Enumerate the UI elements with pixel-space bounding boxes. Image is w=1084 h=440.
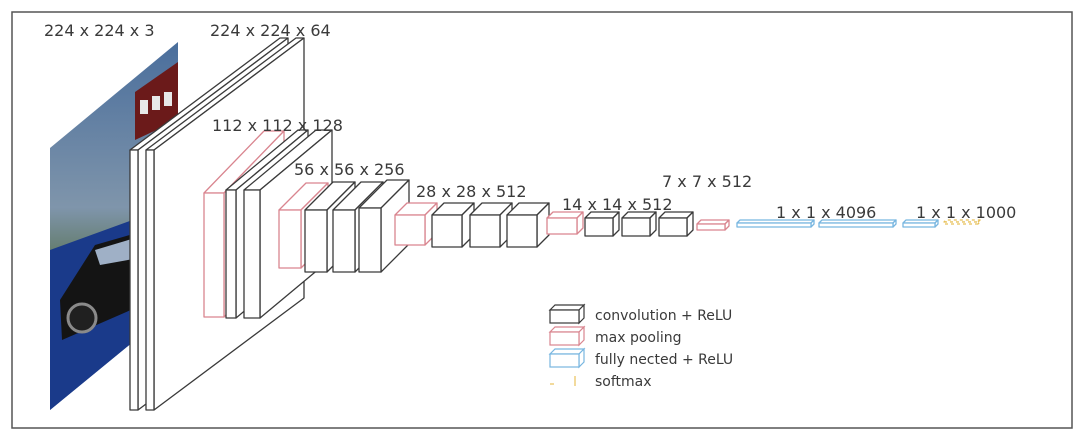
pool5-block-front [696,223,726,231]
legend-label-conv: convolution + ReLU [595,308,732,324]
dimension-labels: 224 x 224 x 3 224 x 224 x 64 112 x 112 x… [44,21,1016,222]
pool4-block-front [546,217,578,235]
dim-label-output: 1 x 1 x 1000 [916,203,1016,222]
conv5-3-block-front [658,217,688,237]
softmax-block-front [943,221,979,225]
dim-label-pool5: 7 x 7 x 512 [662,172,752,191]
legend-item-conv: convolution + ReLU [548,303,732,325]
legend-swatch-softmax [550,376,576,386]
fc7-block [818,219,897,228]
pool3-block [394,202,438,246]
legend-swatch-pool [548,325,586,347]
legend-label-pool: max pooling [595,330,682,346]
conv1-1-block-front [129,149,139,411]
conv4-1-block-front [431,214,463,248]
diagram-frame [11,11,1073,429]
fc8-block [902,219,939,228]
pool5-block [696,219,730,231]
legend-label-fc: fully nected + ReLU [595,352,733,368]
fc7-block-front [818,222,894,228]
legend: convolution + ReLU max pooling fully nec… [548,303,733,390]
dim-label-block4: 28 x 28 x 512 [416,182,527,201]
conv3-3-block-front [358,207,382,273]
fc6-block [736,219,815,228]
conv4-2-block-front [469,214,501,248]
legend-label-softmax: softmax [595,374,652,390]
conv4-2-block [469,202,513,248]
legend-item-fc: fully nected + ReLU [548,347,733,369]
dim-label-block3: 56 x 56 x 256 [294,160,405,179]
pool1-block-front [203,192,225,318]
dim-label-block1: 224 x 224 x 64 [210,21,331,40]
legend-item-softmax: softmax [550,374,652,390]
legend-swatch-fc [548,347,586,369]
layer-stack [129,37,981,411]
conv3-2-block-front [332,209,356,273]
legend-item-pool: max pooling [548,325,682,347]
pool2-block-front [278,209,302,269]
dim-label-input: 224 x 224 x 3 [44,21,155,40]
pool4-block [546,211,584,235]
conv5-1-block-front [584,217,614,237]
legend-swatch-conv [548,303,586,325]
dim-label-fc: 1 x 1 x 4096 [776,203,876,222]
conv4-3-block [506,202,550,248]
conv5-2-block [621,211,657,237]
fc6-block-front [736,222,812,228]
conv4-3-block-front [506,214,538,248]
dim-label-block2: 112 x 112 x 128 [212,116,343,135]
pool3-block-front [394,214,426,246]
conv2-1-block-front [225,189,237,319]
conv5-2-block-front [621,217,651,237]
dim-label-block5: 14 x 14 x 512 [562,195,673,214]
conv1-2-block-front [145,149,155,411]
conv5-1-block [584,211,620,237]
conv5-3-block [658,211,694,237]
conv4-1-block [431,202,475,248]
fc8-block-front [902,222,936,228]
conv3-1-block-front [304,209,328,273]
conv2-2-block-front [243,189,261,319]
softmax-block [943,219,981,225]
